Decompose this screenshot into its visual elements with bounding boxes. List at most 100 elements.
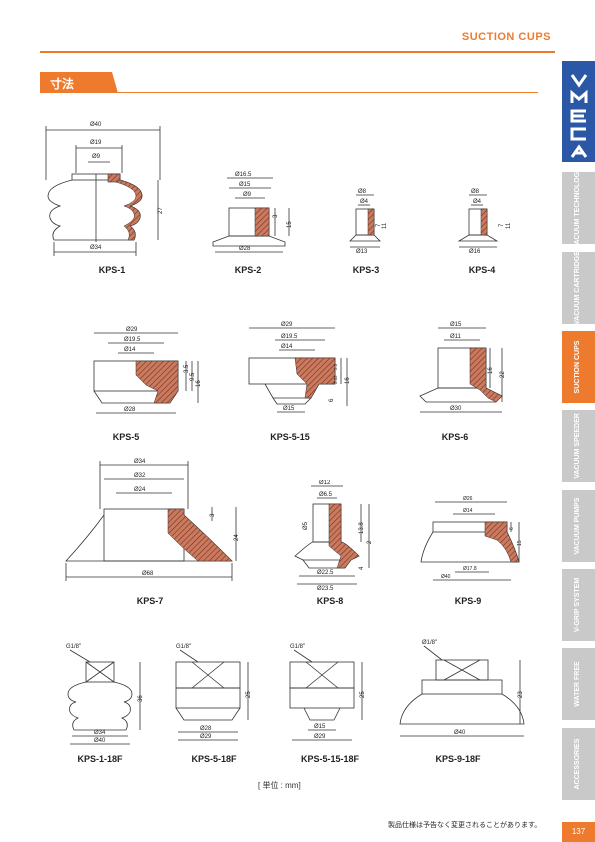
kps-1-18f-drawing: G1/8" 36 Ø34 Ø40: [66, 644, 144, 745]
dim-label: 16: [345, 377, 351, 384]
dim-label: 36: [138, 695, 144, 702]
side-tab-label: SUCTION CUPS: [574, 340, 581, 394]
kps-1-caption: KPS-1: [98, 265, 126, 275]
kps-5-15-caption: KPS-5-15: [270, 432, 310, 442]
dim-label: Ø5: [303, 521, 309, 530]
dim-label: Ø12: [319, 480, 331, 486]
kps-2-caption: KPS-2: [234, 265, 262, 275]
dim-label: 27: [158, 207, 164, 214]
dim-label: Ø40: [454, 730, 466, 736]
dim-label: Ø40: [90, 122, 102, 128]
vmeca-logo-icon: [570, 74, 588, 158]
dim-label: 22: [500, 371, 506, 378]
kps-6-caption: KPS-6: [441, 432, 469, 442]
kps-1-18f-caption: KPS-1-18F: [77, 754, 123, 764]
side-tab-vacuum-technology[interactable]: VACUUM TECHNOLOGY: [562, 167, 595, 249]
kps-9-18f-caption: KPS-9-18F: [435, 754, 481, 764]
dim-label: G1/8": [176, 644, 191, 650]
dim-label: Ø28: [200, 726, 212, 732]
kps-4-drawing: Ø8 Ø4 7 11 Ø16: [457, 189, 512, 255]
dim-label: Ø29: [200, 734, 212, 740]
side-tab-vacuum-pumps[interactable]: VACUUM PUMPS: [562, 490, 595, 562]
kps-5-18f-caption: KPS-5-18F: [191, 754, 237, 764]
dim-label: Ø15: [283, 406, 295, 412]
dim-label: Ø14: [124, 347, 136, 353]
kps-9-caption: KPS-9: [454, 596, 482, 606]
side-tab-suction-cups[interactable]: SUCTION CUPS: [562, 331, 595, 403]
dim-label: Ø19.5: [124, 337, 141, 343]
kps-5-18f-drawing: G1/8" 25 Ø28 Ø29: [175, 644, 252, 741]
section-tab: 寸法: [40, 72, 118, 93]
dim-label: G1/8": [290, 644, 305, 650]
dim-label: Ø9: [92, 154, 101, 160]
dim-label: Ø4: [473, 199, 482, 205]
kps-7-caption: KPS-7: [136, 596, 164, 606]
side-tab-vacuum-cartridge[interactable]: VACUUM CARTRIDGE: [562, 251, 595, 325]
kps-6-drawing: Ø15 Ø11 16 22 Ø30: [419, 322, 506, 413]
kps-8-drawing: Ø12 Ø6.5 Ø5 13.8 2 4 Ø22.5 Ø23.5: [294, 480, 373, 592]
side-tab-label: ACCESSORIES: [574, 738, 581, 790]
dim-label: 24: [234, 534, 240, 541]
side-tab-vacuum-speeder[interactable]: VACUUM SPEEDER: [562, 410, 595, 482]
dim-label: Ø26: [463, 496, 473, 502]
dim-label: Ø29: [126, 327, 138, 333]
dim-label: 16: [196, 380, 202, 387]
dim-label: Ø34: [94, 730, 106, 736]
dim-label: Ø29: [314, 734, 326, 740]
dim-label: 6: [329, 398, 335, 402]
side-tab-accessories[interactable]: ACCESSORIES: [562, 728, 595, 800]
side-tab-v-grip-system[interactable]: V-GRIP SYSTEM: [562, 569, 595, 641]
dim-label: 25: [360, 691, 366, 698]
side-tab-water-free[interactable]: WATER FREE: [562, 648, 595, 720]
dim-label: Ø15: [450, 322, 462, 328]
kps-9-drawing: Ø26 Ø14 6 15 Ø17.8 Ø40: [420, 496, 523, 581]
dim-label: 13.8: [359, 522, 365, 534]
dim-label: 3.5: [333, 377, 338, 384]
dim-label: Ø17.8: [463, 566, 477, 572]
kps-4-caption: KPS-4: [468, 265, 496, 275]
kps-5-15-18f-drawing: G1/8" 25 Ø15 Ø29: [289, 644, 366, 741]
dim-label: 2: [367, 540, 373, 544]
dim-label: 6: [509, 527, 515, 530]
dim-label: Ø15: [239, 182, 251, 188]
dim-label: Ø19.5: [281, 334, 298, 340]
dim-label: Ø11: [450, 334, 462, 340]
dim-label: 3.5: [184, 364, 190, 373]
dim-label: Ø14: [463, 508, 473, 514]
dim-label: Ø34: [134, 459, 146, 465]
dim-label: Ø24: [134, 487, 146, 493]
page-number-badge: 137: [562, 822, 595, 842]
dim-label: Ø8: [471, 189, 480, 195]
dim-label: Ø34: [90, 245, 102, 251]
side-tab-label: WATER FREE: [574, 661, 581, 707]
dim-label: Ø1/8": [422, 640, 437, 646]
dim-label: G1/8": [66, 644, 81, 650]
dim-label: Ø30: [450, 406, 462, 412]
dim-label: Ø40: [94, 738, 106, 744]
dim-label: 23: [518, 691, 524, 698]
dim-label: 15: [287, 221, 293, 228]
dim-label: 16: [488, 367, 494, 374]
kps-2-drawing: Ø16.5 Ø15 Ø9 3 15 Ø28: [212, 172, 293, 253]
dim-label: 11: [506, 222, 512, 229]
side-tab-label: VACUUM CARTRIDGE: [574, 251, 581, 325]
kps-7-drawing: Ø34 Ø32 Ø24 3 24 Ø68: [65, 459, 240, 581]
unit-note: [ 単位 : mm]: [258, 781, 301, 790]
dim-label: Ø16.5: [235, 172, 252, 178]
section-rule: [118, 92, 538, 93]
kps-1-drawing: Ø40 Ø19 Ø9 27 Ø34: [45, 122, 164, 256]
dim-label: Ø68: [142, 571, 154, 577]
dim-label: Ø23.5: [317, 586, 334, 592]
dim-label: Ø29: [281, 322, 293, 328]
header-title: SUCTION CUPS: [461, 31, 551, 43]
dim-label: Ø32: [134, 473, 146, 479]
dim-label: Ø6.5: [319, 492, 333, 498]
kps-5-15-drawing: Ø29 Ø19.5 Ø14 3.5 3 3.5 16 6 Ø15: [248, 322, 351, 413]
dim-label: 9.5: [190, 372, 196, 381]
dim-label: 25: [246, 691, 252, 698]
brand-logo[interactable]: [562, 61, 595, 162]
disclaimer: 製品仕様は予告なく変更されることがあります。: [388, 822, 542, 829]
section-label: 寸法: [50, 77, 75, 91]
dim-label: 3: [333, 375, 338, 378]
dim-label: Ø28: [124, 407, 136, 413]
